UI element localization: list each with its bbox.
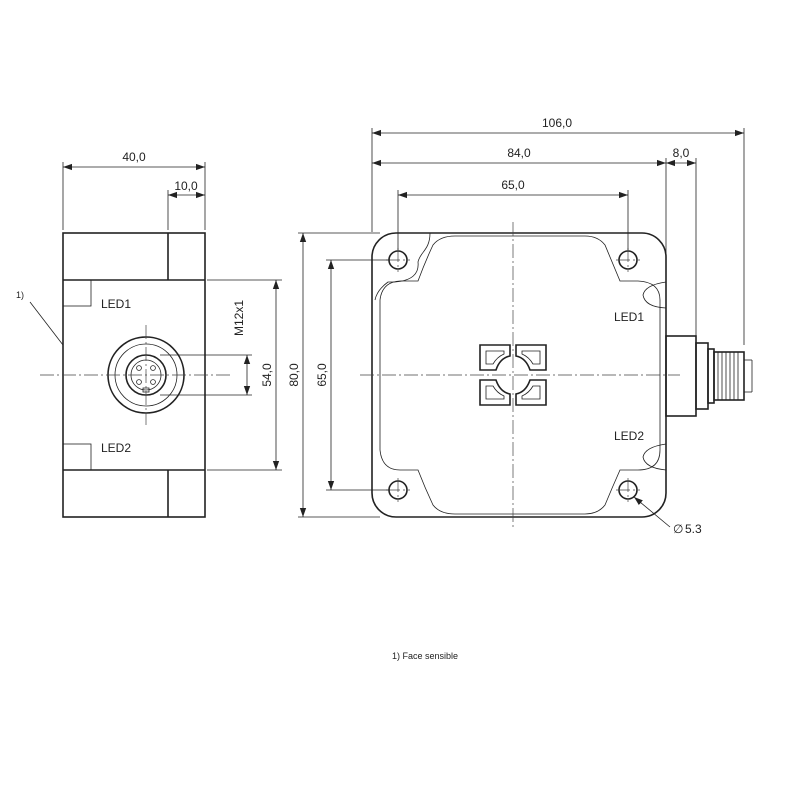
diameter-symbol: ∅: [673, 522, 683, 536]
sensing-face: [379, 235, 661, 515]
led2-window: [642, 443, 667, 471]
front-view: LED1 LED2 ∅ 5.3: [360, 222, 753, 536]
front-led1-label: LED1: [614, 310, 644, 324]
dim-hole-diameter: 5.3: [685, 522, 702, 536]
footnote: 1) Face sensible: [392, 651, 458, 661]
side-view: LED1 LED2 1): [16, 232, 230, 518]
target-symbol-icon: [479, 344, 547, 406]
dim-body-width: 84,0: [507, 146, 531, 160]
m12-connector: [665, 335, 753, 417]
led1-window: [642, 281, 667, 309]
dim-side-offset: 10,0: [174, 179, 198, 193]
face-sensible-marker: 1): [16, 290, 24, 300]
dim-thread: M12x1: [232, 300, 246, 336]
front-led2-label: LED2: [614, 429, 644, 443]
dim-side-height: 54,0: [260, 363, 274, 387]
mounting-holes: [386, 248, 640, 502]
dim-total-width: 106,0: [542, 116, 572, 130]
dim-hole-spacing-y: 65,0: [315, 363, 329, 387]
front-view-dimensions: 106,0 84,0 8,0 65,0 80,0 65,0: [287, 116, 745, 518]
side-view-dimensions: 40,0 10,0 M12x1 54,0: [62, 150, 282, 471]
side-led2-label: LED2: [101, 441, 131, 455]
dim-side-width: 40,0: [122, 150, 146, 164]
dim-total-height: 80,0: [287, 363, 301, 387]
led2-pocket: [62, 443, 92, 471]
side-led1-label: LED1: [101, 297, 131, 311]
dim-connector-length: 8,0: [673, 146, 690, 160]
dim-hole-spacing-x: 65,0: [501, 178, 525, 192]
led1-pocket: [62, 279, 92, 307]
